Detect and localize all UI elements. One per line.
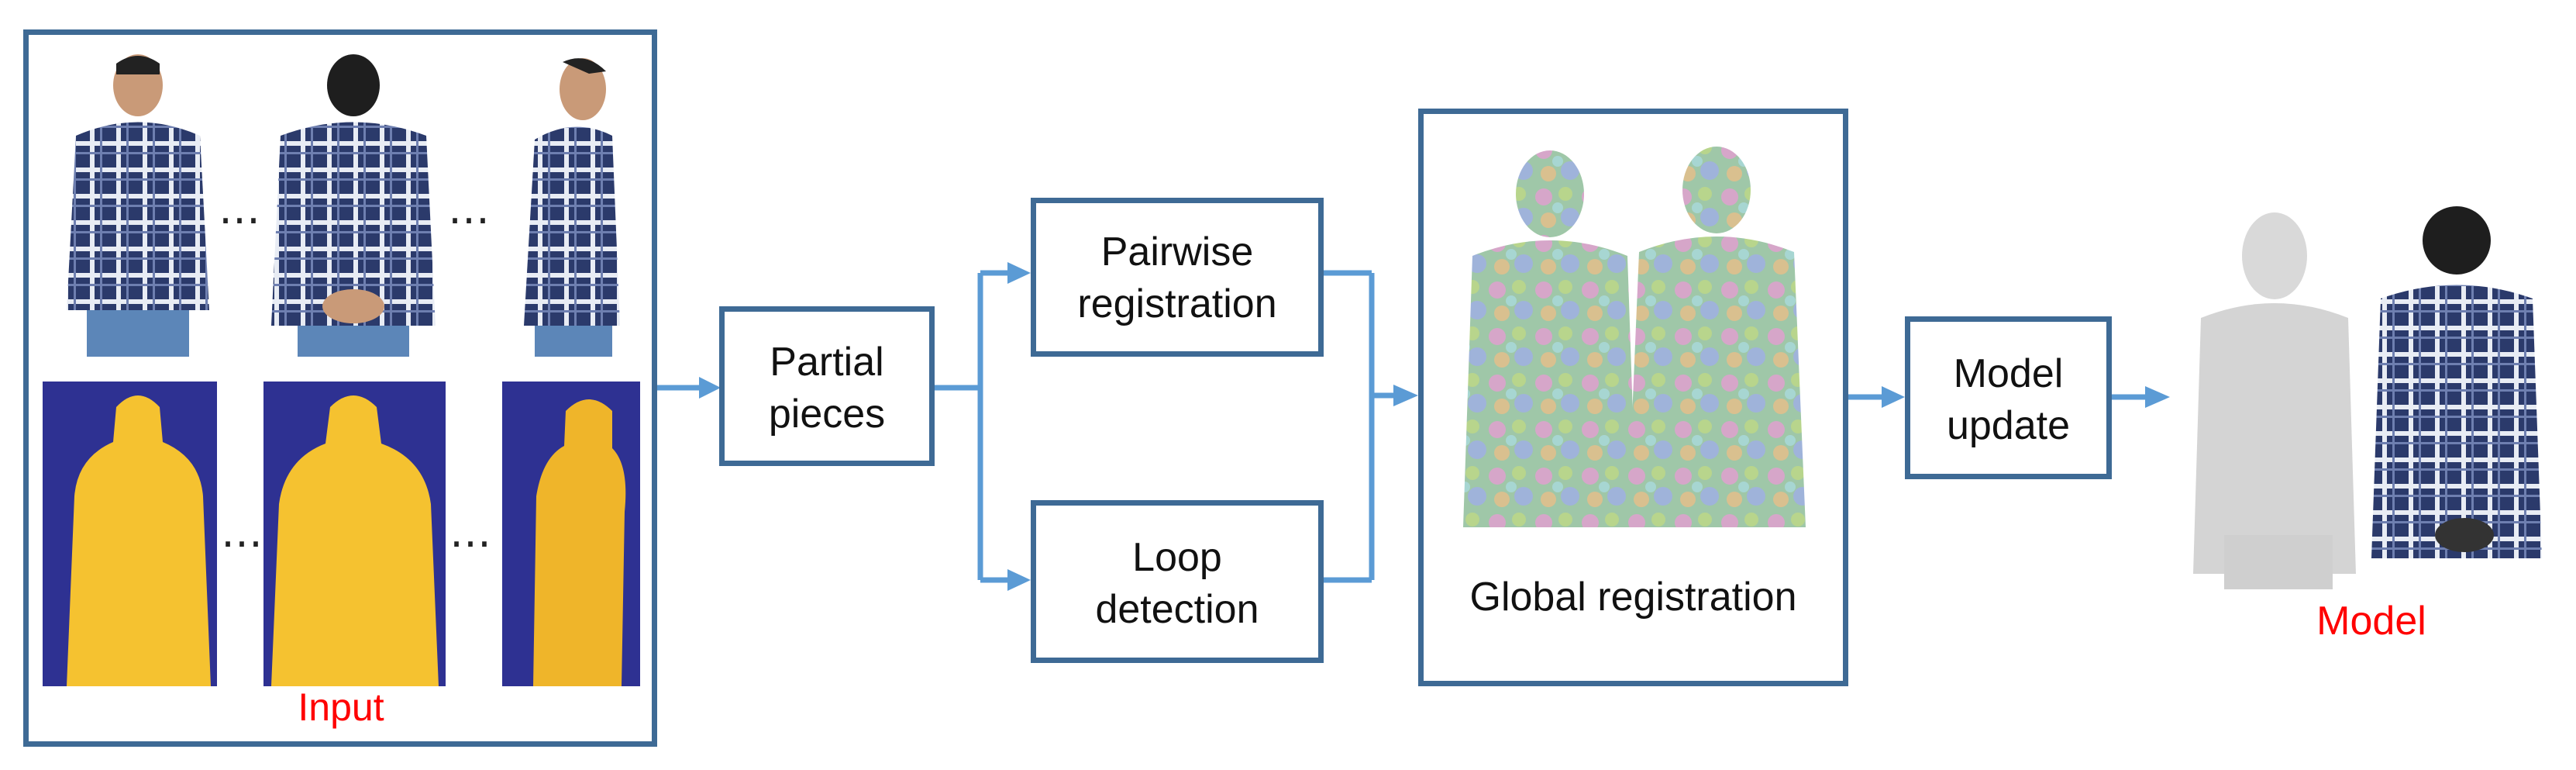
ellipsis-rgb-2: … (448, 185, 490, 233)
ellipsis-rgb-1: … (219, 185, 260, 233)
model-label: Model (2316, 599, 2426, 644)
global-mesh-front (1463, 150, 1637, 527)
model-update-box: Model update (1905, 316, 2112, 479)
partial-pieces-line2: pieces (768, 391, 886, 437)
input-photo-front (67, 54, 209, 357)
loop-line2: detection (1095, 586, 1259, 632)
flow-connectors (657, 270, 2147, 583)
pairwise-line2: registration (1077, 281, 1277, 326)
input-depth-front (43, 382, 217, 686)
input-depth-back (263, 382, 446, 686)
pairwise-line1: Pairwise (1100, 230, 1254, 275)
model-textured-back (2371, 206, 2542, 558)
partial-pieces-box: Partial pieces (719, 306, 935, 466)
model-update-line2: update (1946, 402, 2071, 448)
ellipsis-depth-1: … (221, 508, 263, 557)
flow-arrowheads (699, 262, 2170, 591)
model-update-line1: Model (1953, 351, 2064, 396)
model-mesh-gray (2193, 212, 2356, 589)
global-mesh-back (1627, 147, 1806, 527)
global-registration-box: Global registration (1418, 109, 1848, 686)
input-label: Input (298, 685, 384, 729)
pairwise-registration-box: Pairwise registration (1031, 198, 1324, 357)
loop-detection-box: Loop detection (1031, 500, 1324, 663)
global-registration-label: Global registration (1469, 575, 1797, 620)
input-photo-back (271, 54, 436, 357)
loop-line1: Loop (1132, 535, 1222, 580)
input-depth-side (502, 382, 640, 686)
input-photo-side (524, 58, 620, 357)
ellipsis-depth-2: … (449, 508, 491, 557)
partial-pieces-line1: Partial (770, 340, 884, 385)
